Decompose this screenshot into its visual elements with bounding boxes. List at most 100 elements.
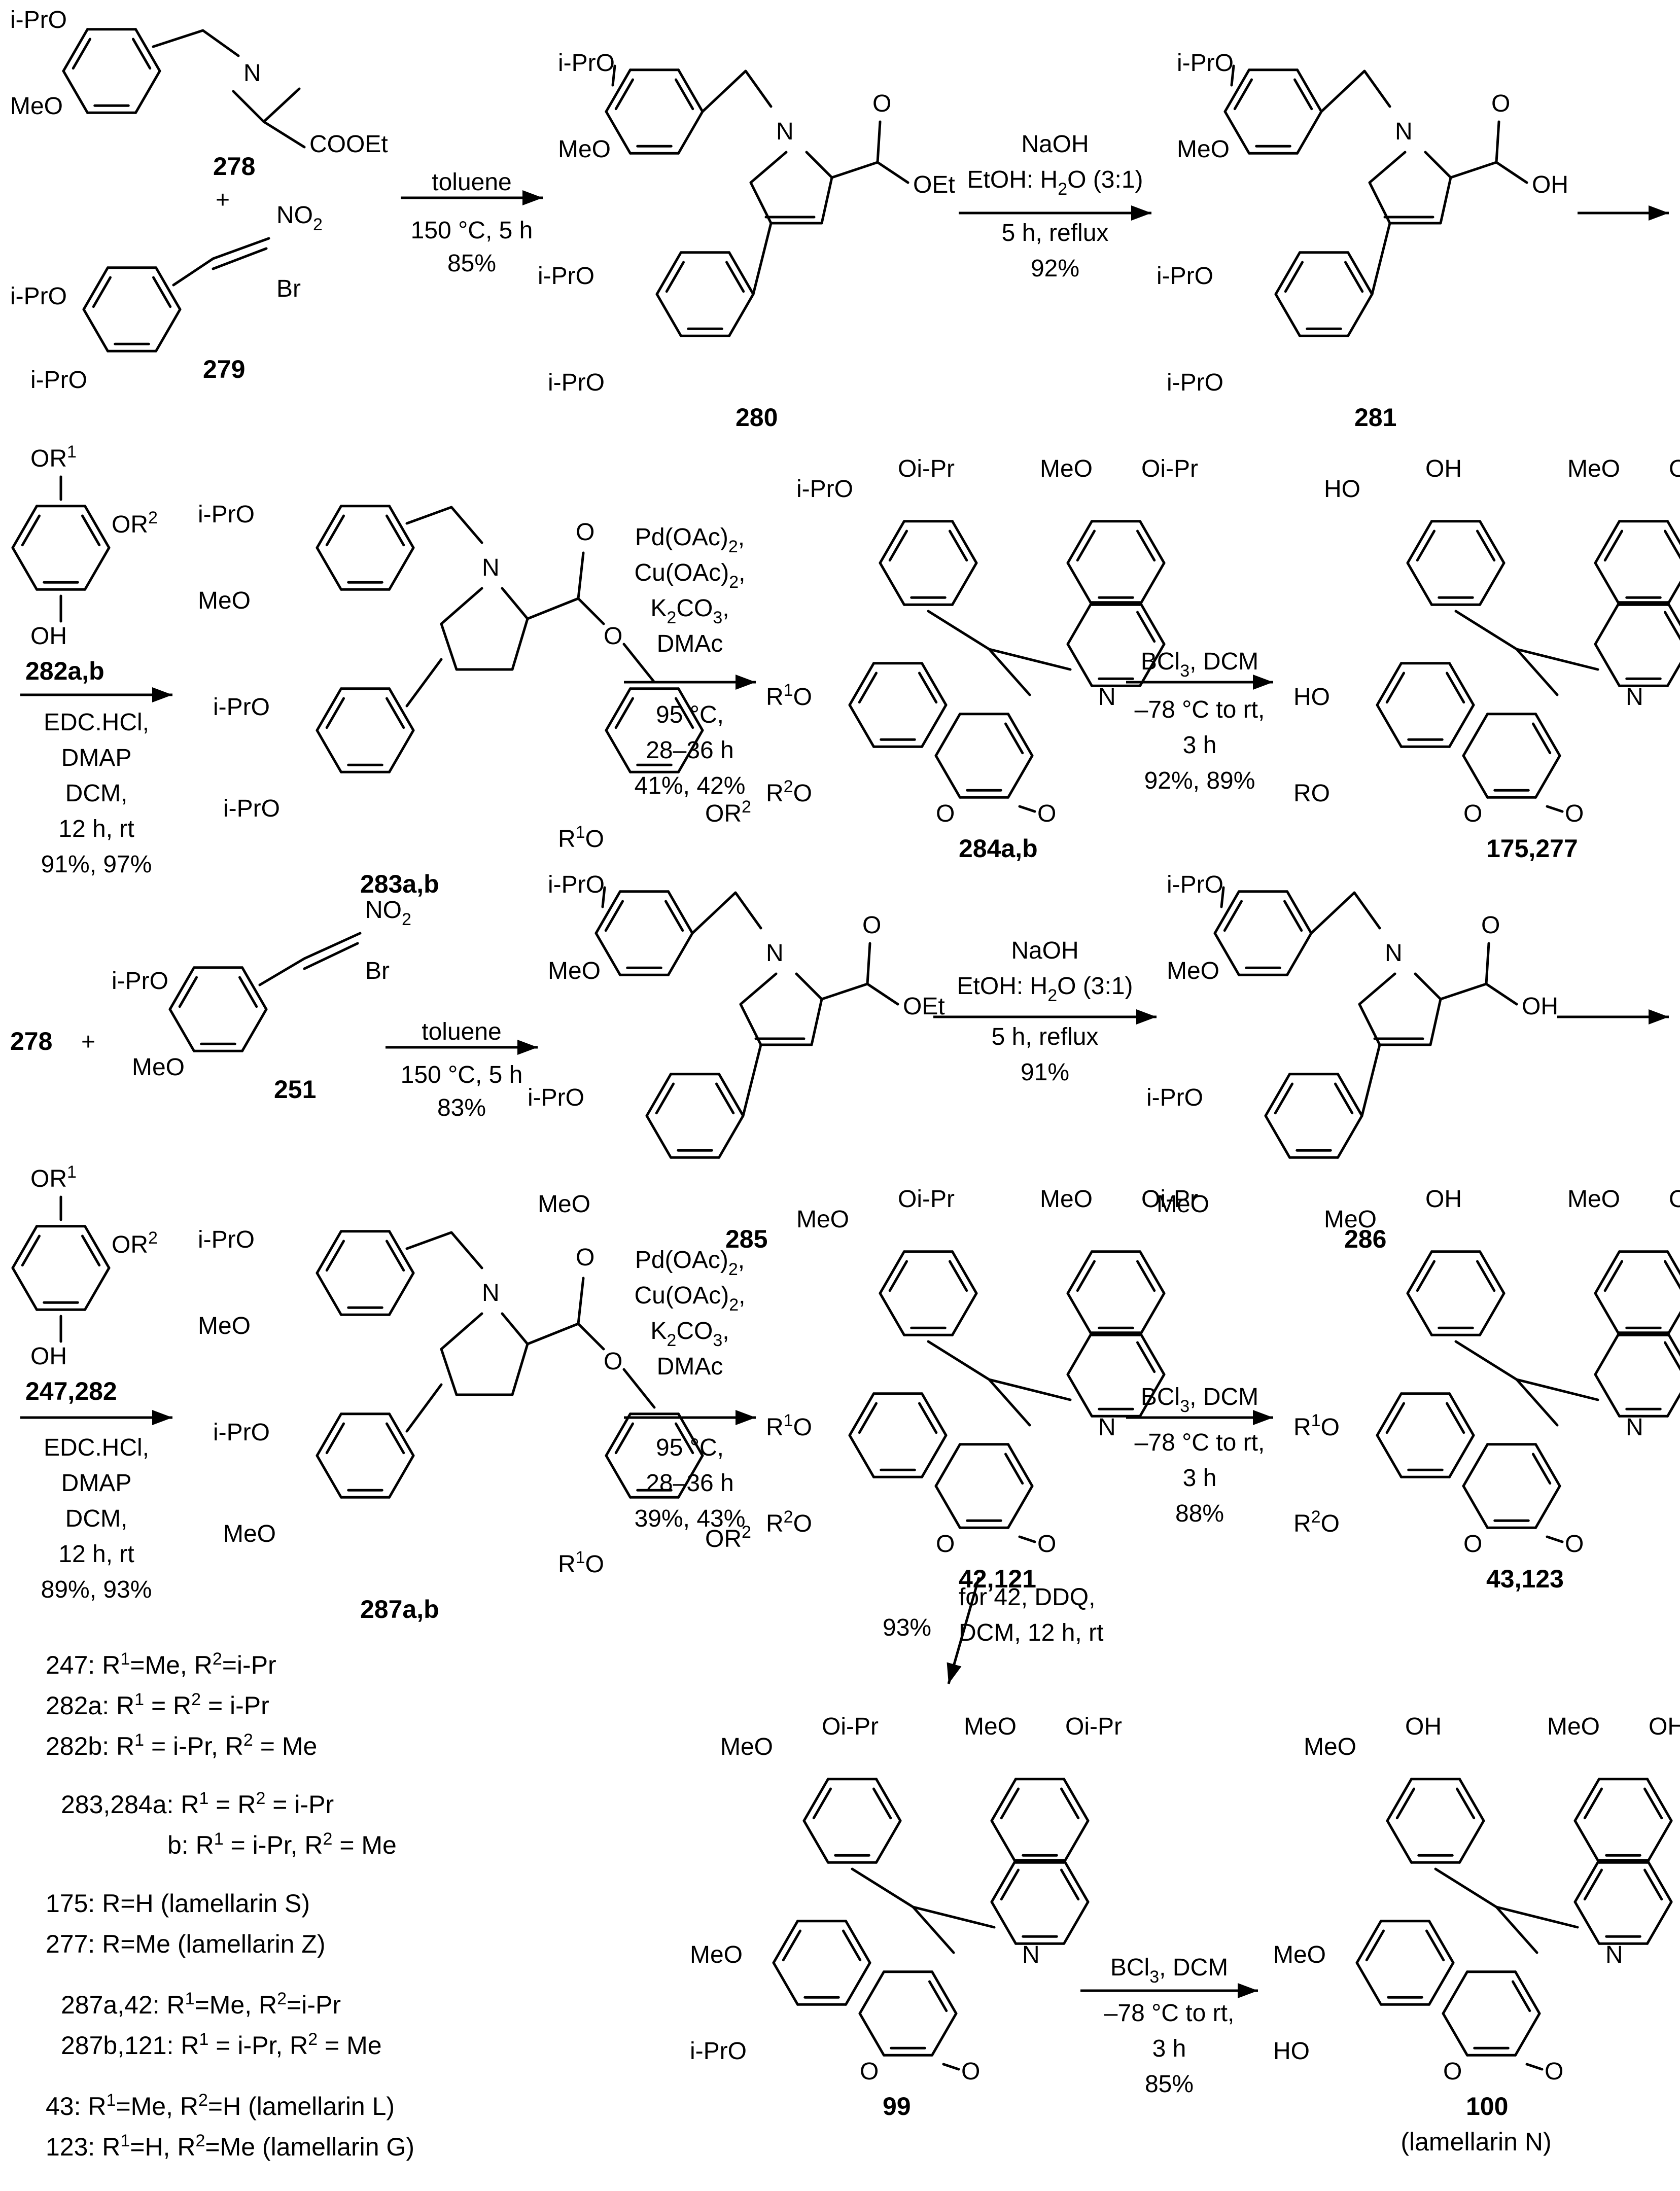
c42-group: MeO: [796, 1206, 849, 1233]
cond-b4: DCM,: [65, 1505, 128, 1532]
c280-group: i-PrO: [558, 50, 615, 77]
c280-number: 280: [736, 403, 778, 432]
c247-group: OH: [30, 1343, 67, 1370]
plus-sign: +: [216, 187, 230, 214]
legend-entry: 287b,121: R1​ = i-Pr, R2​ = Me: [61, 2030, 382, 2060]
c43-group: R1​O: [1293, 1411, 1340, 1441]
c285-number: 285: [725, 1225, 767, 1253]
c100-group: HO: [1273, 2038, 1310, 2065]
c287-group: MeO: [223, 1521, 276, 1547]
c42-group: R1​O: [766, 1411, 812, 1441]
plus-sign: +: [81, 1029, 95, 1055]
c42-group: Oi-Pr: [1141, 1186, 1198, 1213]
c287-n: N: [482, 1280, 500, 1306]
legend-entry: 123: R1​=H, R2​=Me (lamellarin G): [46, 2131, 414, 2161]
c285-group: MeO: [548, 958, 601, 984]
nitro-group: NO2​: [276, 202, 323, 234]
cond-b2: 91%: [1021, 1059, 1069, 1086]
c284-o: O: [936, 800, 955, 827]
c247-group: OR1​: [30, 1162, 77, 1192]
c285-n: N: [766, 940, 784, 967]
c43-group: OH: [1669, 1186, 1680, 1213]
c175-group: OH: [1669, 455, 1680, 482]
c281-n: N: [1395, 118, 1413, 145]
c43-group: MeO: [1567, 1186, 1620, 1213]
c284-group: R2​O: [766, 777, 812, 807]
c100-group: MeO: [1273, 1941, 1326, 1968]
c283-group: R1​O: [558, 823, 604, 853]
c175-number: 175,277: [1486, 834, 1578, 863]
compound-278-ref: 278: [10, 1027, 52, 1055]
cond-c1: 93%: [883, 1614, 931, 1641]
c284-group: Oi-Pr: [1141, 455, 1198, 482]
cond-a2: EtOH: H2​O (3:1): [967, 166, 1143, 199]
cond-a1: toluene: [432, 169, 511, 196]
legend-entry: 287a,42: R1​=Me, R2​=i-Pr: [61, 1989, 341, 2019]
c286-group: i-PrO: [1167, 871, 1223, 898]
isopropoxy-group: i-PrO: [112, 968, 168, 995]
isopropoxy-group: i-PrO: [10, 7, 67, 33]
c43-group: MeO: [1324, 1206, 1377, 1233]
c281-group: MeO: [1177, 136, 1230, 163]
ester-group: COOEt: [309, 131, 388, 158]
c280-group: MeO: [558, 136, 611, 163]
cond-a6: –78 °C to rt,: [1135, 696, 1265, 723]
c281-group: i-PrO: [1177, 50, 1234, 77]
c99-o: O: [860, 2058, 879, 2085]
cond-a5: Cu(OAc)2​,: [635, 559, 746, 592]
c100-o: O: [1545, 2058, 1563, 2085]
legend-entry: 43: R1​=Me, R2​=H (lamellarin L): [46, 2091, 395, 2121]
c280-group: i-PrO: [548, 369, 605, 396]
c42-number: 42,121: [959, 1565, 1036, 1593]
methoxy-group: MeO: [10, 93, 63, 120]
c43-group: R2​O: [1293, 1507, 1340, 1537]
cond-b4: EDC.HCl,: [44, 1434, 149, 1461]
c175-group: RO: [1293, 780, 1330, 807]
cond-b2: EtOH: H2​O (3:1): [957, 973, 1133, 1005]
c99-number: 99: [883, 2092, 911, 2121]
c280-group: i-PrO: [538, 263, 594, 290]
c283-n: N: [482, 554, 500, 581]
c280-o: O: [872, 90, 891, 117]
c99-group: Oi-Pr: [1065, 1713, 1122, 1740]
cond-b5: Cu(OAc)2​,: [635, 1282, 746, 1315]
cond-b4: 89%, 93%: [41, 1576, 152, 1603]
c42-group: MeO: [1040, 1186, 1093, 1213]
c283-o: O: [604, 623, 622, 650]
legend-entry: 247: R1​=Me, R2​=i-Pr: [46, 1649, 276, 1679]
c175-group: MeO: [1567, 455, 1620, 482]
c285-o: O: [862, 912, 881, 939]
cond-b1: 83%: [437, 1094, 486, 1121]
c287-o: O: [576, 1244, 594, 1271]
c100-o: O: [1443, 2058, 1462, 2085]
c284-o: O: [1037, 800, 1056, 827]
c99-group: MeO: [720, 1734, 773, 1760]
nitro-group: NO2​: [365, 897, 411, 929]
cond-b6: –78 °C to rt,: [1135, 1429, 1265, 1456]
cond-b5: 95 °C,: [656, 1434, 724, 1461]
methoxy-group: MeO: [132, 1054, 185, 1081]
compound-278: 278: [213, 152, 255, 181]
c282-number: 282a,b: [25, 657, 104, 685]
cond-a4: 12 h, rt: [58, 816, 134, 842]
c284-group: R1​O: [766, 681, 812, 711]
c247-group: OR2​: [112, 1228, 158, 1258]
c282-group: OH: [30, 623, 67, 650]
c284-number: 284a,b: [959, 834, 1038, 863]
cond-a4: 91%, 97%: [41, 851, 152, 878]
cond-c1: for 42, DDQ,: [959, 1584, 1095, 1611]
legend-entry: b: R1​ = i-Pr, R2​ = Me: [167, 1829, 397, 1859]
c284-n: N: [1098, 684, 1116, 711]
cond-a6: 92%, 89%: [1144, 767, 1255, 794]
isopropoxy-group: i-PrO: [10, 283, 67, 310]
c286-group: i-PrO: [1146, 1084, 1203, 1111]
cond-b5: DMAc: [657, 1353, 723, 1380]
c100-group: OH: [1405, 1713, 1442, 1740]
cond-b2: NaOH: [1011, 937, 1078, 964]
cond-b4: DMAP: [61, 1470, 132, 1497]
lamellarin-n-name: (lamellarin N): [1401, 2128, 1551, 2156]
c99-n: N: [1022, 1941, 1040, 1968]
compound-251: 251: [274, 1075, 316, 1104]
cond-b6: 3 h: [1183, 1465, 1217, 1492]
